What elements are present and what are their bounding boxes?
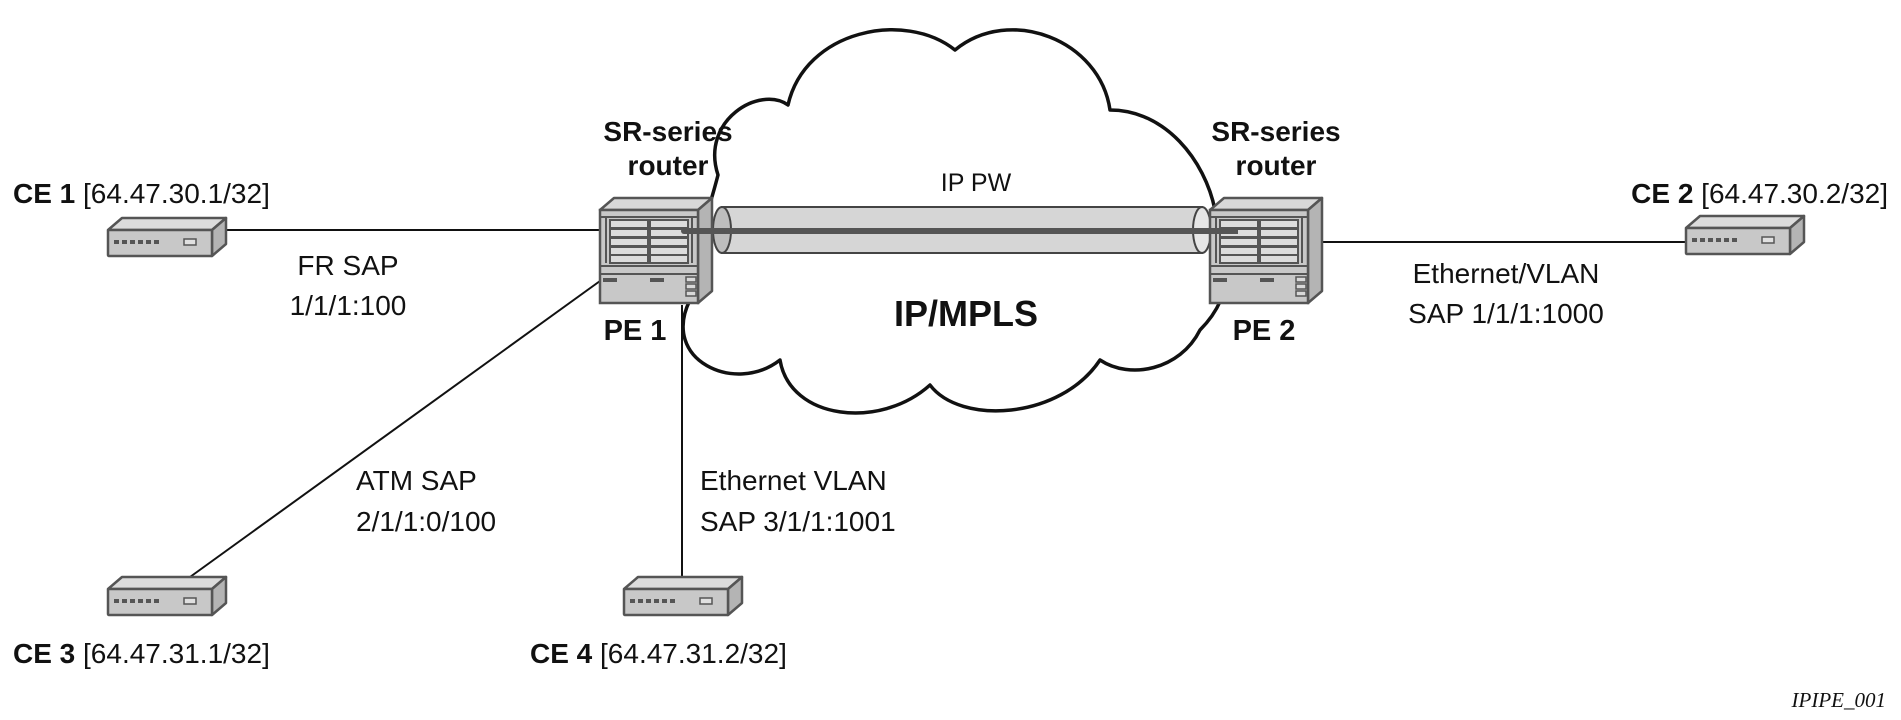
ce4-name: CE 4 [530,638,593,669]
pe1-type-line1: SR-series [603,116,732,147]
ce4-label: CE 4 [64.47.31.2/32] [530,638,787,669]
ce2-name: CE 2 [1631,178,1693,209]
ip-pw-tunnel [681,206,1225,254]
link-ce3-label-line1: ATM SAP [356,465,477,496]
ce2-device-icon [1684,214,1806,256]
link-ce4-label-line1: Ethernet VLAN [700,465,887,496]
link-ce4-label-line2: SAP 3/1/1:1001 [700,506,896,537]
ce1-name: CE 1 [13,178,75,209]
pe1-name: PE 1 [604,315,667,347]
pe2-router-icon [1208,196,1324,305]
ce1-address: [64.47.30.1/32] [83,178,270,209]
pe1-router-icon [598,196,714,305]
pe2-type-line2: router [1236,150,1317,181]
link-ce3-label-line2: 2/1/1:0/100 [356,506,496,537]
link-ce1-label-line2: 1/1/1:100 [290,290,407,321]
ce4-address: [64.47.31.2/32] [600,638,787,669]
ce2-address: [64.47.30.2/32] [1701,178,1888,209]
link-ce1-label-line1: FR SAP [297,250,398,281]
ce4-device-icon [622,575,744,617]
ce2-label: CE 2 [64.47.30.2/32] [1631,178,1888,209]
ce1-device-icon [106,216,228,258]
pseudowire-label: IP PW [941,169,1012,197]
ce3-device-icon [106,575,228,617]
pe1-type-line2: router [628,150,709,181]
link-ce2-label-line1: Ethernet/VLAN [1413,258,1600,289]
figure-id: IPIPE_001 [1791,688,1886,712]
link-ce2-label-line2: SAP 1/1/1:1000 [1408,298,1604,329]
pe2-name: PE 2 [1233,315,1296,347]
cloud-label: IP/MPLS [894,293,1038,334]
link-ce3-pe1 [189,280,601,578]
ce3-address: [64.47.31.1/32] [83,638,270,669]
ce1-label: CE 1 [64.47.30.1/32] [13,178,270,209]
ce3-label: CE 3 [64.47.31.1/32] [13,638,270,669]
pe2-type-line1: SR-series [1211,116,1340,147]
ce3-name: CE 3 [13,638,75,669]
